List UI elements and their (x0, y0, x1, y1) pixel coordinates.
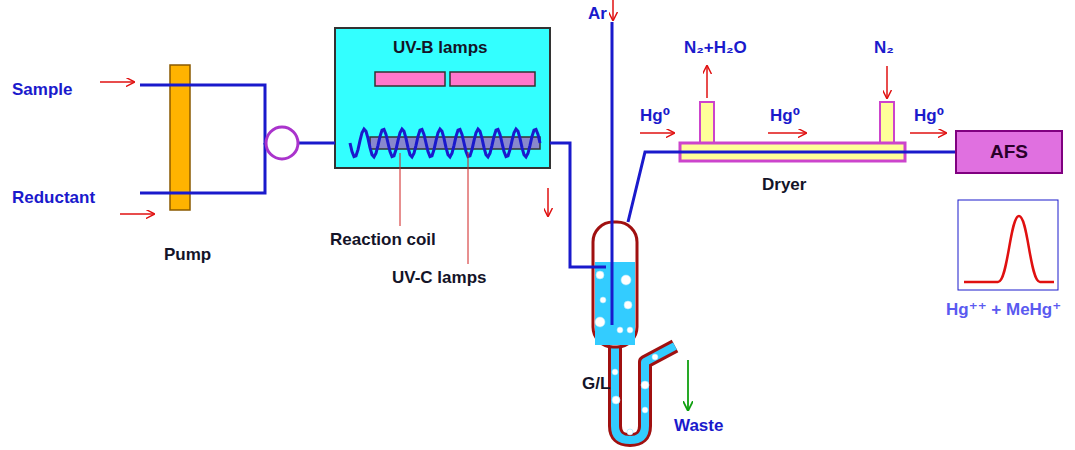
gas-bubble (652, 354, 658, 360)
species-label: Hg⁰ (640, 106, 670, 126)
gas-bubble (596, 271, 604, 279)
dryer-tube (680, 151, 905, 154)
uvb-lamp (375, 72, 445, 86)
flow-arrow (547, 188, 549, 216)
flow-arrow (120, 213, 154, 215)
tubing-connector (628, 152, 680, 222)
leader-line (400, 153, 401, 226)
argon-tube (611, 22, 614, 325)
tubing-connector (905, 151, 955, 154)
inlet-label: Sample (12, 80, 72, 100)
signal-plot (958, 200, 1058, 290)
gas-label: N₂ (874, 38, 894, 58)
gas-bubble (612, 369, 618, 375)
gas-bubble (627, 429, 633, 435)
uvb-lamp (450, 72, 535, 86)
signal-peak (964, 216, 1054, 282)
waste-label: Waste (674, 416, 723, 436)
node-label: Pump (164, 245, 211, 265)
separator-liquid (595, 262, 635, 345)
gas-bubble (617, 327, 623, 333)
separator-trap (615, 340, 675, 440)
dryer-port (880, 102, 894, 146)
pump: Pump (170, 65, 190, 210)
gas-bubbles (595, 271, 658, 435)
mixing-valve (266, 127, 298, 159)
callout-label: UV-C lamps (392, 268, 486, 288)
callout-label: Reaction coil (330, 230, 436, 250)
reaction-coil (350, 129, 540, 157)
species-label: Hg⁰ (770, 106, 800, 126)
node-label: G/L (582, 374, 610, 394)
leader-line (468, 152, 469, 264)
dryer: Dryer (680, 143, 905, 161)
flow-arrow (886, 66, 888, 98)
flow-arrow (706, 66, 708, 98)
gas-bubble (612, 396, 620, 404)
node-label: AFS (990, 141, 1028, 163)
gas-bubble (621, 275, 631, 285)
flow-arrow (640, 132, 674, 134)
coil-winding (350, 129, 540, 157)
photoreactor-housing (335, 28, 550, 168)
separator-trap-liquid (615, 340, 675, 440)
gas-bubble (624, 301, 632, 309)
dryer-port (700, 102, 714, 146)
reductant-tube (140, 143, 265, 193)
signal-label: Hg⁺⁺ + MeHg⁺ (946, 300, 1061, 320)
node-label: UV-B lamps (393, 38, 487, 58)
afs-detector: AFS (955, 130, 1063, 174)
gas-bubble (627, 327, 633, 333)
flow-arrow (910, 132, 946, 134)
gas-label: N₂+H₂O (684, 38, 747, 58)
outlet-tube (590, 266, 606, 269)
waste-arrow (687, 360, 689, 410)
inlet-label: Reductant (12, 188, 95, 208)
node-label: Dryer (762, 175, 806, 195)
tubing-connector (190, 85, 335, 143)
flow-arrow (768, 132, 806, 134)
gas-bubble (641, 381, 649, 389)
gas-label: Ar (588, 4, 607, 24)
separator-body (593, 222, 637, 347)
gas-bubble (642, 407, 648, 413)
species-label: Hg⁰ (914, 106, 944, 126)
gas-bubble (595, 317, 605, 327)
gas-bubble (600, 297, 606, 303)
flow-arrow (100, 81, 134, 83)
photoreactor: UV-B lamps (335, 28, 550, 168)
gas-liquid-separator: G/L (590, 222, 640, 347)
dryer-body (680, 143, 905, 161)
flow-arrow (612, 0, 614, 20)
pump-body (170, 65, 190, 210)
tubing-connector (550, 143, 590, 267)
sample-tube (140, 84, 190, 87)
